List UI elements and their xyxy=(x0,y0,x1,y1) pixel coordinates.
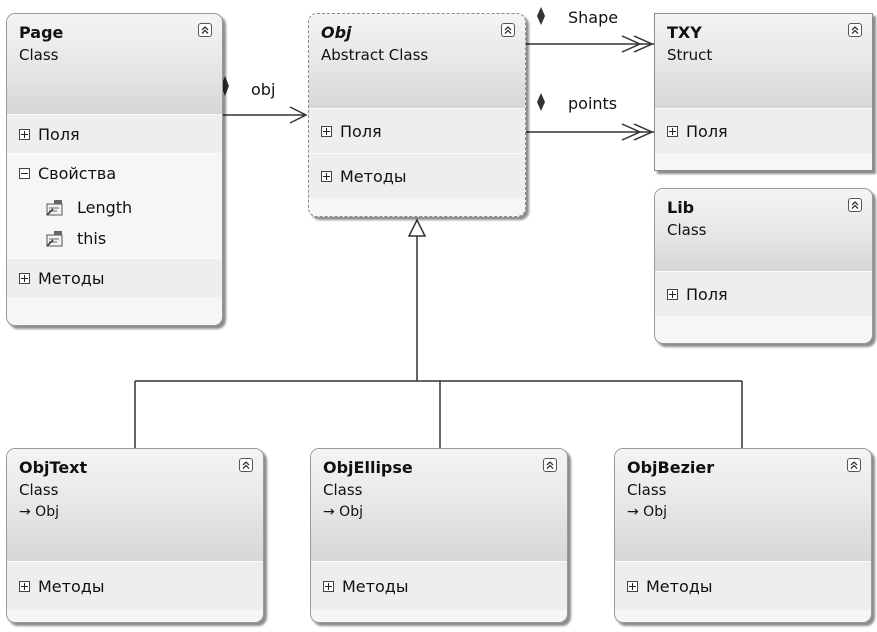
class-name-obj: Obj xyxy=(321,23,352,42)
member-property[interactable]: this xyxy=(7,223,222,254)
section-label: Методы xyxy=(340,166,407,186)
section-fields[interactable]: Поля xyxy=(7,114,222,153)
collapse-icon[interactable] xyxy=(543,458,557,472)
class-name-objbezier: ObjBezier xyxy=(627,458,715,477)
class-base-objellipse: → Obj xyxy=(323,504,363,520)
association-arrow-points-2 xyxy=(633,123,654,141)
class-header-lib[interactable]: Lib Class xyxy=(655,189,872,271)
member-name: this xyxy=(77,229,107,248)
class-name-lib: Lib xyxy=(667,198,695,217)
class-box-objtext[interactable]: ObjText Class → Obj Методы xyxy=(6,448,264,623)
expand-plus-icon[interactable] xyxy=(19,272,30,284)
class-header-objellipse[interactable]: ObjEllipse Class → Obj xyxy=(311,449,567,561)
association-arrow-shape-2 xyxy=(633,35,654,53)
section-methods[interactable]: Методы xyxy=(309,153,525,198)
expand-plus-icon[interactable] xyxy=(667,288,678,300)
section-fields[interactable]: Поля xyxy=(655,108,872,153)
section-fields[interactable]: Поля xyxy=(655,271,872,316)
section-label: Методы xyxy=(646,576,713,596)
aggregation-diamond-points xyxy=(537,93,545,111)
collapse-icon[interactable] xyxy=(848,23,862,37)
section-properties[interactable]: Свойства xyxy=(7,153,222,192)
expand-plus-icon[interactable] xyxy=(19,580,30,592)
class-name-objtext: ObjText xyxy=(19,458,88,477)
section-methods[interactable]: Методы xyxy=(7,258,222,297)
collapse-icon[interactable] xyxy=(501,23,515,37)
collapse-minus-icon[interactable] xyxy=(19,167,30,179)
association-label-points: points xyxy=(568,94,618,113)
struct-box-txy[interactable]: TXY Struct Поля xyxy=(654,13,873,171)
aggregation-diamond-obj xyxy=(221,76,229,96)
association-arrow-shape-1 xyxy=(621,35,642,53)
struct-name-txy: TXY xyxy=(667,23,702,42)
class-header-objbezier[interactable]: ObjBezier Class → Obj xyxy=(615,449,871,561)
class-box-objbezier[interactable]: ObjBezier Class → Obj Методы xyxy=(614,448,872,623)
class-box-lib[interactable]: Lib Class Поля xyxy=(654,188,873,344)
collapse-icon[interactable] xyxy=(847,458,861,472)
class-base-objtext: → Obj xyxy=(19,504,59,520)
expand-plus-icon[interactable] xyxy=(321,125,332,137)
property-icon xyxy=(46,230,63,247)
class-header-obj[interactable]: Obj Abstract Class xyxy=(309,14,525,108)
class-name-page: Page xyxy=(19,23,64,42)
member-property[interactable]: Length xyxy=(7,192,222,223)
struct-stereotype-txy: Struct xyxy=(667,46,713,64)
section-label: Поля xyxy=(340,121,382,141)
expand-plus-icon[interactable] xyxy=(627,580,638,592)
collapse-icon[interactable] xyxy=(848,198,862,212)
class-header-objtext[interactable]: ObjText Class → Obj xyxy=(7,449,263,561)
section-label: Методы xyxy=(38,576,105,596)
expand-plus-icon[interactable] xyxy=(321,170,332,182)
class-stereotype-lib: Class xyxy=(667,221,707,239)
property-icon xyxy=(46,199,63,216)
class-header-page[interactable]: Page Class xyxy=(7,14,222,114)
collapse-icon[interactable] xyxy=(239,458,253,472)
association-label-obj: obj xyxy=(251,80,276,99)
section-methods[interactable]: Методы xyxy=(7,561,263,610)
section-label: Свойства xyxy=(38,163,117,183)
collapse-icon[interactable] xyxy=(198,23,212,37)
section-label: Поля xyxy=(686,121,728,141)
section-methods[interactable]: Методы xyxy=(615,561,871,610)
member-name: Length xyxy=(77,198,133,217)
expand-plus-icon[interactable] xyxy=(19,128,30,140)
section-label: Поля xyxy=(686,284,728,304)
section-label: Методы xyxy=(38,268,105,288)
struct-header-txy[interactable]: TXY Struct xyxy=(655,14,872,108)
aggregation-diamond-shape xyxy=(537,7,545,25)
class-stereotype-objellipse: Class xyxy=(323,481,363,499)
class-stereotype-page: Class xyxy=(19,46,59,64)
class-box-page[interactable]: Page Class Поля Свойства Length this М xyxy=(6,13,223,326)
class-stereotype-objbezier: Class xyxy=(627,481,667,499)
class-name-objellipse: ObjEllipse xyxy=(323,458,413,477)
section-methods[interactable]: Методы xyxy=(311,561,567,610)
section-label: Поля xyxy=(38,124,80,144)
inheritance-arrowhead xyxy=(407,218,427,237)
class-base-objbezier: → Obj xyxy=(627,504,667,520)
class-stereotype-objtext: Class xyxy=(19,481,59,499)
association-arrow-points-1 xyxy=(621,123,642,141)
expand-plus-icon[interactable] xyxy=(667,125,678,137)
section-fields[interactable]: Поля xyxy=(309,108,525,153)
expand-plus-icon[interactable] xyxy=(323,580,334,592)
class-box-obj[interactable]: Obj Abstract Class Поля Методы xyxy=(308,13,526,217)
association-label-shape: Shape xyxy=(568,8,619,27)
section-label: Методы xyxy=(342,576,409,596)
class-box-objellipse[interactable]: ObjEllipse Class → Obj Методы xyxy=(310,448,568,623)
association-arrow-obj xyxy=(289,106,308,124)
class-stereotype-obj: Abstract Class xyxy=(321,46,429,64)
